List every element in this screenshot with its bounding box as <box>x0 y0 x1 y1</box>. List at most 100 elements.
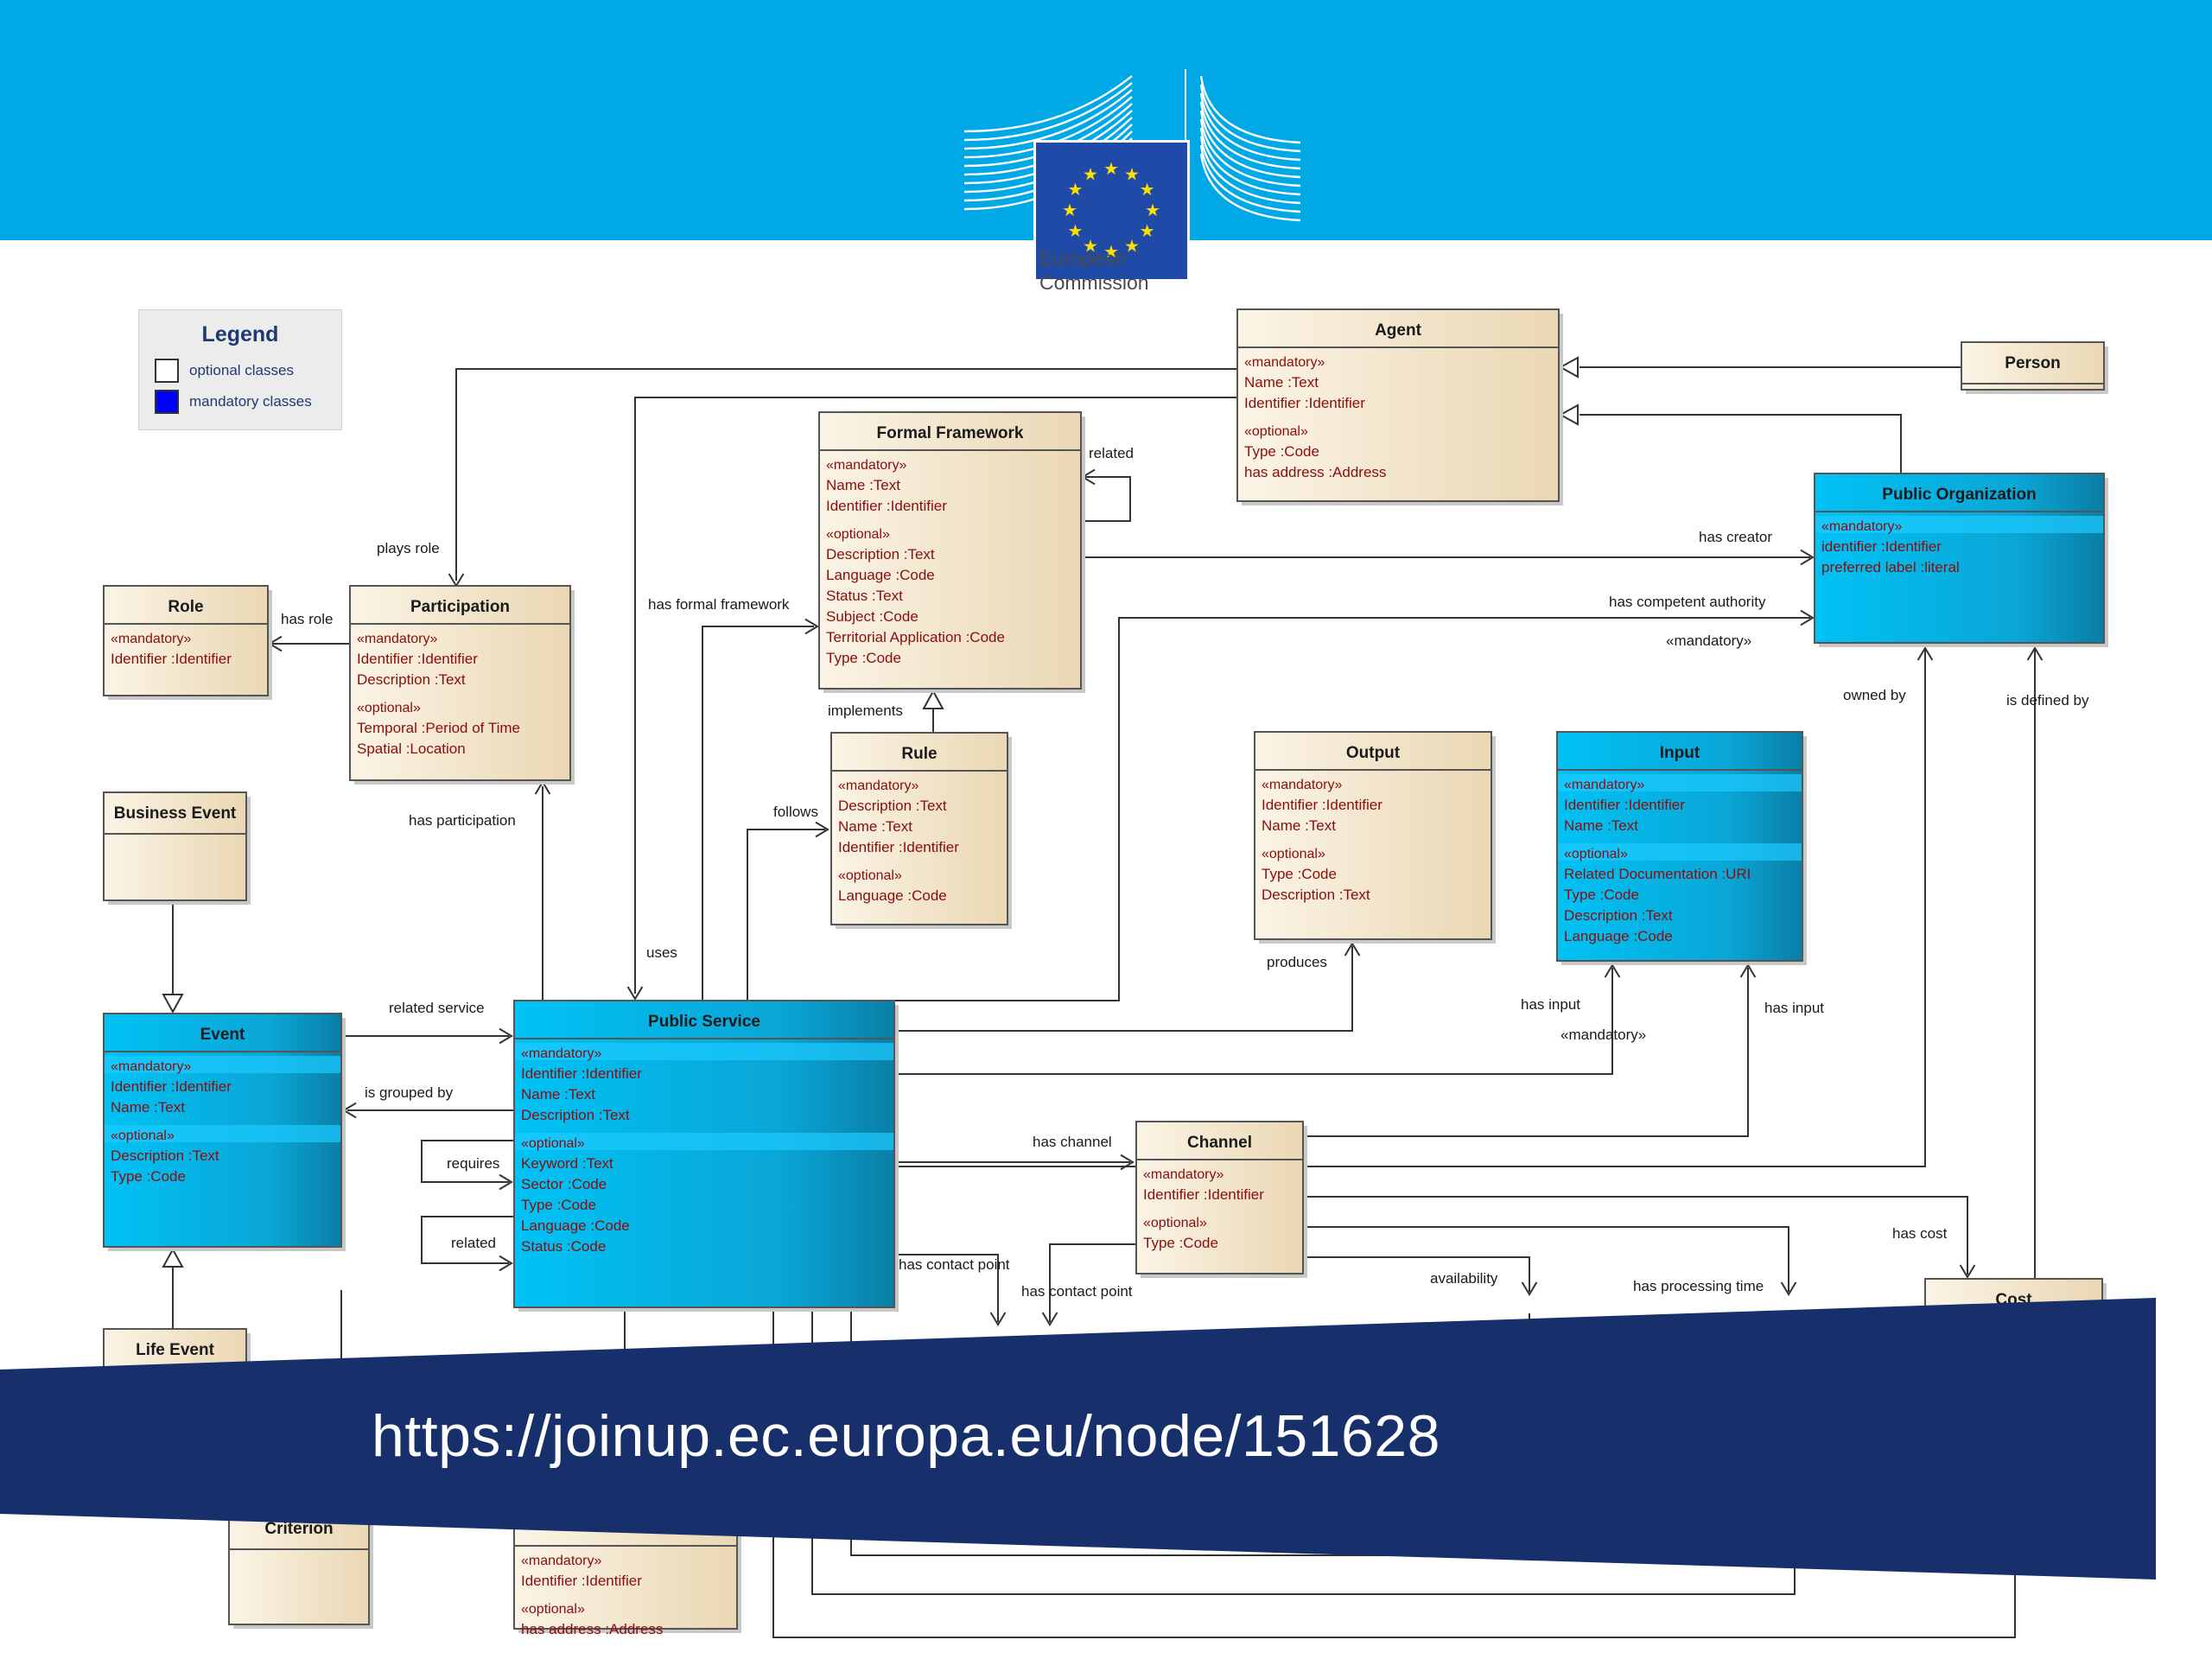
stereotype-label: «mandatory» <box>1564 778 1644 792</box>
class-criterion: Criterion <box>228 1507 373 1629</box>
eu-star-icon: ★ <box>1083 165 1098 184</box>
class-name: Channel <box>1187 1134 1252 1152</box>
stereotype-label: «mandatory» <box>1821 519 1902 534</box>
arrow-head-icon <box>989 1312 1007 1326</box>
optional-swatch <box>155 359 179 383</box>
relation-label: has creator <box>1699 529 1772 545</box>
eu-star-icon: ★ <box>1067 181 1083 200</box>
class-attribute: Language :Code <box>521 1217 630 1234</box>
class-attribute: Name :Text <box>111 1099 185 1116</box>
generalization-arrow-icon <box>922 689 944 709</box>
association-line <box>1303 1226 1789 1292</box>
eu-flag-icon: ★★★★★★★★★★★★ <box>1033 140 1190 282</box>
class-name: Rule <box>901 745 937 763</box>
class-participation: Participation«mandatory»Identifier :Iden… <box>349 585 575 785</box>
association-line <box>894 968 1613 1075</box>
generalization-arrow-icon <box>1558 356 1579 378</box>
class-attribute: Description :Text <box>357 671 466 688</box>
generalization-arrow-icon <box>162 1247 184 1268</box>
class-attribute: Identifier :Identifier <box>838 839 959 855</box>
relation-label: plays role <box>377 540 440 556</box>
eu-star-icon: ★ <box>1145 201 1160 220</box>
source-url-link[interactable]: https://joinup.ec.europa.eu/node/151628 <box>372 1403 1440 1469</box>
arrow-head-icon <box>499 1027 513 1045</box>
class-attribute: Description :Text <box>1262 887 1370 903</box>
eu-star-icon: ★ <box>1067 222 1083 241</box>
arrow-head-icon <box>1916 646 1934 661</box>
class-attribute: Identifier :Identifier <box>521 1065 642 1082</box>
arrow-head-icon <box>804 618 819 635</box>
relation-label: uses <box>646 944 677 961</box>
stereotype-label: «mandatory» <box>111 632 191 646</box>
relation-label: has formal framework <box>648 596 790 613</box>
class-input: Input«mandatory»Identifier :IdentifierNa… <box>1556 731 1807 965</box>
relation-label: has participation <box>409 812 516 829</box>
stereotype-label: «mandatory» <box>838 779 918 793</box>
arrow-head-icon <box>1800 609 1815 626</box>
eu-star-icon: ★ <box>1083 238 1098 257</box>
class-box <box>1814 473 2105 644</box>
class-attribute: Language :Code <box>838 887 947 904</box>
association-line <box>1303 1256 1530 1292</box>
association-line <box>747 829 825 1001</box>
association-line <box>894 617 1810 1001</box>
association-line <box>1303 968 1749 1137</box>
class-attribute: Keyword :Text <box>521 1155 613 1172</box>
class-attribute: Type :Code <box>111 1168 186 1185</box>
relation-label: has input <box>1764 1000 1824 1016</box>
association-line <box>894 946 1353 1032</box>
class-box <box>1254 731 1492 940</box>
class-attribute: Name :Text <box>521 1086 595 1103</box>
class-formal-framework: Formal Framework«mandatory»Name :TextIde… <box>818 411 1085 693</box>
class-box <box>1236 308 1560 502</box>
class-attribute: Status :Code <box>521 1238 606 1255</box>
arrow-head-icon <box>499 1173 513 1191</box>
arrow-head-icon <box>2026 646 2044 661</box>
class-attribute: Sector :Code <box>521 1176 607 1192</box>
class-name: Input <box>1660 744 1700 762</box>
class-attribute: Name :Text <box>826 477 900 493</box>
eu-star-icon: ★ <box>1124 238 1140 257</box>
class-attribute: Type :Code <box>826 650 901 666</box>
relation-label: «mandatory» <box>1560 1027 1646 1043</box>
stereotype-label: «mandatory» <box>111 1059 191 1074</box>
eu-star-icon: ★ <box>1062 201 1077 220</box>
eu-star-icon: ★ <box>1140 181 1155 200</box>
mandatory-swatch <box>155 390 179 414</box>
class-box <box>1961 341 2105 391</box>
legend-title: Legend <box>201 322 279 346</box>
class-name: Agent <box>1375 321 1422 340</box>
class-attribute: Type :Code <box>1262 866 1337 882</box>
legend: Legend optional classes mandatory classe… <box>138 309 342 430</box>
association-line <box>421 1140 514 1183</box>
class-attribute: Type :Code <box>1143 1235 1218 1251</box>
stereotype-label: «mandatory» <box>357 632 437 646</box>
class-attribute: Identifier :Identifier <box>1564 797 1685 813</box>
class-attribute: Description :Text <box>826 546 935 563</box>
class-name: Participation <box>410 598 510 616</box>
relation-label: related <box>451 1235 496 1251</box>
eu-star-icon: ★ <box>1140 222 1155 241</box>
class-name: Public Service <box>648 1013 760 1031</box>
class-attribute: Subject :Code <box>826 608 918 625</box>
relation-label: related service <box>389 1000 485 1016</box>
class-box <box>103 585 269 696</box>
logo-text: European Commission <box>1039 246 1149 295</box>
class-box <box>830 732 1008 925</box>
stereotype-label: «optional» <box>826 527 890 542</box>
relation-label: requires <box>447 1155 499 1172</box>
legend-item-mandatory: mandatory classes <box>155 389 312 415</box>
class-channel: Channel«mandatory»Identifier :Identifier… <box>1135 1121 1307 1278</box>
european-commission-logo: ★★★★★★★★★★★★ European Commission <box>959 69 1305 298</box>
legend-label-mandatory: mandatory classes <box>189 393 312 410</box>
class-attribute: Identifier :Identifier <box>111 651 232 667</box>
stereotype-label: «mandatory» <box>1143 1167 1224 1182</box>
class-name: Output <box>1346 744 1401 762</box>
stereotype-label: «mandatory» <box>826 458 906 473</box>
class-box <box>228 1507 370 1625</box>
class-attribute: Description :Text <box>838 798 947 814</box>
class-name: Formal Framework <box>877 424 1024 442</box>
class-name: Criterion <box>264 1520 333 1538</box>
relation-label: has role <box>281 611 333 627</box>
stereotype-label: «optional» <box>1143 1216 1207 1230</box>
